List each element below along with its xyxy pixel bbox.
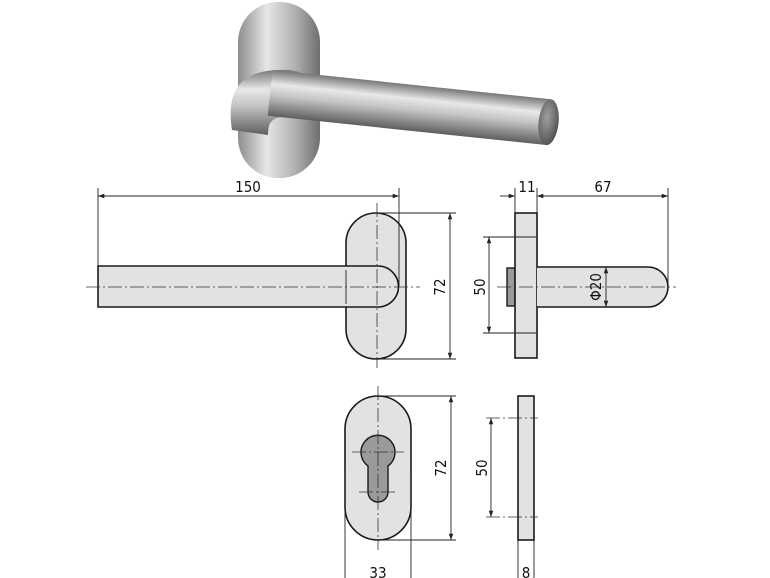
dim-lever-length: 150: [235, 178, 261, 196]
lever-outline: [97, 265, 400, 308]
dim-rosette-height: 72: [431, 278, 449, 295]
dim-lever-diameter: Φ20: [587, 273, 605, 301]
front-view: 150 72: [86, 178, 456, 368]
rosette-side: [514, 212, 538, 359]
escutcheon-front-view: 72 33: [344, 386, 456, 578]
escutcheon-side: [517, 395, 535, 541]
dim-escutcheon-fixing: 50: [473, 459, 491, 476]
dim-escutcheon-height: 72: [432, 459, 450, 476]
dim-rosette-thickness: 11: [518, 178, 535, 196]
dim-fixing-distance: 50: [471, 278, 489, 295]
dim-lever-projection: 67: [594, 178, 611, 196]
photo-lever-bar: [267, 70, 551, 146]
dim-escutcheon-thickness: 8: [522, 564, 531, 578]
escutcheon-side-view: 50 8: [473, 395, 538, 578]
dim-escutcheon-width: 33: [369, 564, 386, 578]
handle-photo: [230, 2, 559, 178]
side-view: 11 67 50 Φ20: [471, 178, 676, 359]
photo-lever-end-cap: [538, 99, 559, 146]
